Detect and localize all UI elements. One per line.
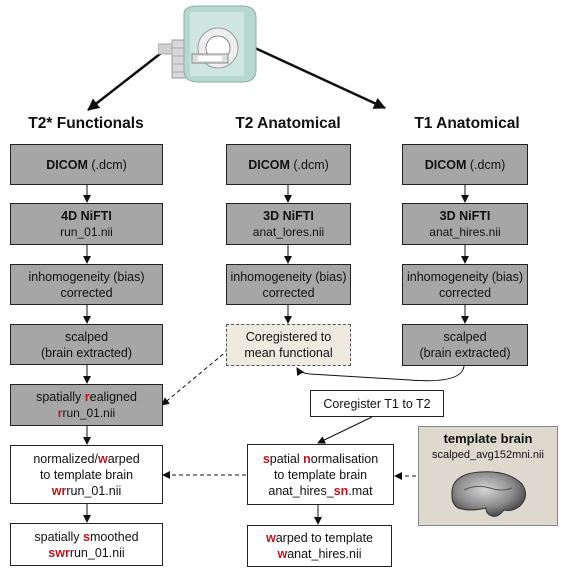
t2-coregistered-box: Coregistered to mean functional xyxy=(226,324,351,366)
realign-file-red: r xyxy=(57,406,63,420)
warped-w-red: w xyxy=(265,531,276,545)
t2-dicom-ext: (.dcm) xyxy=(289,157,329,172)
func-dicom-box: DICOM (.dcm) xyxy=(10,144,163,185)
norm-text-pre: normalized/ xyxy=(33,451,98,466)
arrow-scanner-to-functionals xyxy=(87,49,166,111)
warped-w-post: arped to template xyxy=(275,531,374,545)
func-realigned-box: spatially realigned rrun_01.nii xyxy=(10,384,163,426)
t2-coreg-line2: mean functional xyxy=(244,346,333,360)
func-dicom-label: DICOM xyxy=(46,157,88,172)
t2-bias-box: inhomogeneity (bias) corrected xyxy=(226,264,351,305)
func-nifti-file: run_01.nii xyxy=(60,225,113,239)
t1-dicom-box: DICOM (.dcm) xyxy=(402,144,528,185)
t1-nifti-box: 3D NiFTI anat_hires.nii xyxy=(402,203,528,245)
t2-bias-line2: corrected xyxy=(262,285,315,300)
norm-file-post: run_01.nii xyxy=(66,483,122,498)
t2-nifti-file: anat_lores.nii xyxy=(252,225,325,239)
t2-bias-line1: inhomogeneity (bias) xyxy=(230,269,347,284)
mri-scanner-icon xyxy=(158,5,257,83)
func-bias-box: inhomogeneity (bias) corrected xyxy=(10,264,163,305)
coregister-t1-t2-label: Coregister T1 to T2 xyxy=(323,396,431,411)
curve-t1-to-coreg xyxy=(296,365,465,382)
t2-nifti-box: 3D NiFTI anat_lores.nii xyxy=(226,203,351,245)
brain-render-icon xyxy=(451,471,526,517)
t2-dicom-label: DICOM xyxy=(248,157,290,172)
t1-bias-line1: inhomogeneity (bias) xyxy=(406,269,524,284)
smooth-file-post: run_01.nii xyxy=(69,545,125,560)
func-dicom-ext: (.dcm) xyxy=(87,157,127,172)
heading-t1-anatomical: T1 Anatomical xyxy=(414,115,520,132)
t1-scalped-line2: (brain extracted) xyxy=(419,346,511,360)
realign-text-post: ealigned xyxy=(89,390,137,404)
func-scalped-box: scalped (brain extracted) xyxy=(10,324,163,365)
func-normalized-box: normalized/warped to template brain wrru… xyxy=(10,445,163,504)
spatial-s-post: patial xyxy=(269,451,304,466)
t1-bias-line2: corrected xyxy=(438,285,492,300)
norm-text-post: arped xyxy=(107,451,140,466)
heading-t2-anatomical: T2 Anatomical xyxy=(235,115,341,132)
warped-file-post: anat_hires.nii xyxy=(287,547,362,561)
spatial-n-red: n xyxy=(303,451,311,466)
template-brain-title: template brain xyxy=(443,431,533,446)
spatial-normalisation-box: spatial normalisation to template brain … xyxy=(247,444,394,505)
t2-coreg-line1: Coregistered to xyxy=(245,330,332,344)
spatial-file-post: .mat xyxy=(348,483,373,498)
template-brain-file: scalped_avg152mni.nii xyxy=(432,449,544,461)
spatial-s-red: s xyxy=(262,451,270,466)
arrow-coreg-to-normalisation xyxy=(317,416,373,444)
realign-text-red: r xyxy=(84,390,90,404)
t1-dicom-ext: (.dcm) xyxy=(466,157,506,172)
t2-nifti-title: 3D NiFTI xyxy=(263,209,314,223)
warped-file-red: w xyxy=(277,547,288,561)
func-nifti-title: 4D NiFTI xyxy=(61,209,112,223)
t1-scalped-line1: scalped xyxy=(443,330,487,344)
norm-text-line2: to template brain xyxy=(39,467,134,482)
spatial-file-red: sn xyxy=(333,483,349,498)
func-bias-line2: corrected xyxy=(60,285,113,300)
norm-file-red: wr xyxy=(51,483,67,498)
t1-nifti-file: anat_hires.nii xyxy=(429,225,501,239)
smooth-file-red: swr xyxy=(48,545,70,560)
norm-text-red: w xyxy=(97,451,108,466)
heading-t2star-functionals: T2* Functionals xyxy=(28,115,144,132)
realign-file-post: run_01.nii xyxy=(62,406,116,420)
coregister-t1-t2-box: Coregister T1 to T2 xyxy=(310,390,444,417)
t1-dicom-label: DICOM xyxy=(424,157,467,172)
t1-scalped-box: scalped (brain extracted) xyxy=(402,324,528,366)
func-scalped-line2: (brain extracted) xyxy=(40,345,132,360)
template-brain-box: template brain scalped_avg152mni.nii xyxy=(418,426,558,526)
spatial-n-post: ormalisation xyxy=(310,451,379,466)
warped-to-template-box: warped to template wanat_hires.nii xyxy=(247,525,392,567)
func-nifti-box: 4D NiFTI run_01.nii xyxy=(10,203,163,245)
t1-bias-box: inhomogeneity (bias) corrected xyxy=(402,264,528,305)
arrow-scanner-to-anatomicals xyxy=(254,46,386,110)
func-scalped-line1: scalped xyxy=(64,329,109,344)
t1-nifti-title: 3D NiFTI xyxy=(439,209,491,223)
smooth-text-red: s xyxy=(83,529,90,544)
smooth-text-pre: spatially xyxy=(34,529,84,544)
func-smoothed-box: spatially smoothed swrrun_01.nii xyxy=(10,523,163,566)
smooth-text-post: moothed xyxy=(89,529,139,544)
t2-dicom-box: DICOM (.dcm) xyxy=(226,144,351,185)
arrow-coreg-to-realigned xyxy=(161,344,235,406)
func-bias-line1: inhomogeneity (bias) xyxy=(28,269,145,284)
spatial-line2: to template brain xyxy=(273,467,368,482)
realign-text-pre: spatially xyxy=(36,390,85,404)
spatial-file-pre: anat_hires_ xyxy=(268,483,334,498)
